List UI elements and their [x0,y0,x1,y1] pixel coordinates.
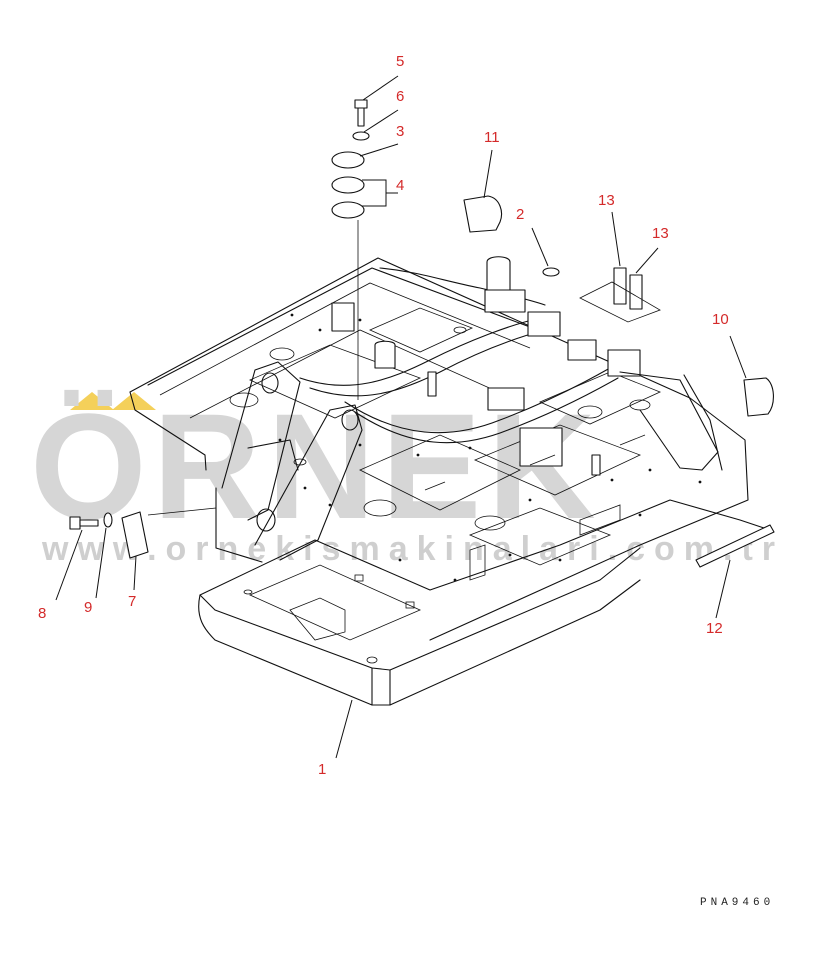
plate-4-upper [331,176,365,194]
callouts: 5 6 3 4 11 2 13 13 10 12 1 7 9 8 [38,53,729,778]
callout-8: 8 [38,605,46,622]
callout-6: 6 [396,88,404,105]
leader-lines [55,75,747,759]
callout-5: 5 [396,53,404,70]
callout-12: 12 [706,620,723,637]
callout-9: 9 [84,599,92,616]
plate-7 [121,511,149,559]
block-13b [629,274,643,310]
washer-2 [542,267,560,277]
callout-2: 2 [516,206,524,223]
revolving-frame [129,256,771,706]
bolt-5 [354,99,368,127]
pad-11 [463,195,503,233]
callout-10: 10 [712,311,729,328]
plate-3 [331,151,365,169]
bolt-8 [69,516,99,530]
callout-13b: 13 [652,225,669,242]
watermark-url: www.ornekismakinalari.com.tr [41,530,784,568]
callout-1: 1 [318,761,326,778]
plate-4-lower [331,201,365,219]
pad-10 [743,377,774,417]
block-13a [613,267,627,305]
callout-7: 7 [128,593,136,610]
bar-12 [695,524,775,568]
watermark-accent-left [70,392,114,410]
drawing-code: PNA9460 [700,897,774,909]
callout-4: 4 [396,177,404,194]
callout-3: 3 [396,123,404,140]
washer-9 [103,512,113,528]
callout-13a: 13 [598,192,615,209]
callout-11: 11 [484,129,500,146]
frame-bolts [278,313,702,582]
loose-parts [69,99,775,568]
watermark-accent-right [112,392,156,410]
washer-6 [352,131,370,141]
